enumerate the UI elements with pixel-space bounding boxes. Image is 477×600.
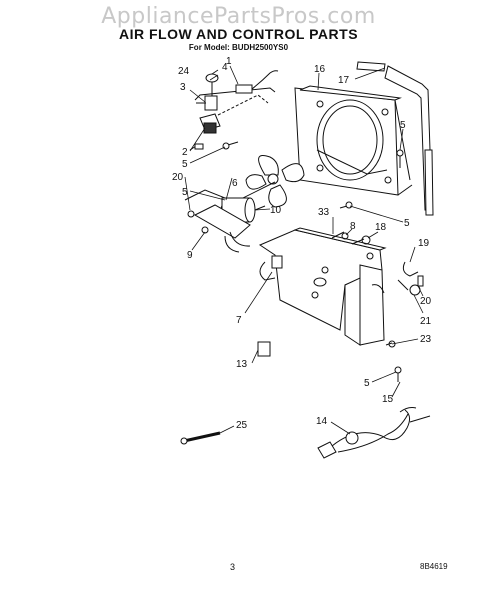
callout-3: 3	[180, 82, 186, 93]
control-assembly	[189, 70, 279, 151]
scroll-panel	[294, 85, 413, 196]
capacitor-block	[257, 341, 271, 357]
callout-8: 8	[350, 221, 356, 232]
leader-lines	[184, 65, 424, 435]
callout-18: 18	[375, 222, 387, 233]
callout-5-c: 5	[400, 120, 406, 131]
callout-10: 10	[270, 205, 282, 216]
callout-16: 16	[314, 64, 326, 75]
fan-blade	[245, 155, 305, 208]
callout-9: 9	[187, 250, 193, 261]
callout-17: 17	[338, 75, 350, 86]
callout-5-e: 5	[364, 378, 370, 389]
callout-33: 33	[318, 207, 330, 218]
callout-19: 19	[418, 238, 430, 249]
callout-5-b: 5	[182, 187, 188, 198]
model-subtitle: For Model: BUDH2500YS0	[188, 43, 289, 52]
page-title: AIR FLOW AND CONTROL PARTS	[118, 26, 359, 42]
power-cord	[317, 407, 431, 459]
callout-14: 14	[316, 416, 328, 427]
callout-2: 2	[182, 147, 188, 158]
callout-20-b: 20	[420, 296, 432, 307]
gasket-strips	[356, 61, 434, 216]
callout-labels: 1 24 3 4 2 5 20 6 5 9 10 16 17 5 33 5 18…	[172, 56, 432, 431]
fan-motor	[184, 181, 276, 253]
callout-25: 25	[236, 420, 248, 431]
callout-21: 21	[420, 316, 432, 327]
callout-6: 6	[232, 178, 238, 189]
callout-23: 23	[420, 334, 432, 345]
callout-5-d: 5	[404, 218, 410, 229]
callout-4: 4	[222, 62, 228, 73]
long-screw	[180, 431, 221, 445]
diagram-code: 8B4619	[420, 562, 448, 571]
callout-20-a: 20	[172, 172, 184, 183]
page-number: 3	[230, 562, 236, 572]
callout-13: 13	[236, 359, 248, 370]
callout-15: 15	[382, 394, 394, 405]
callout-5-a: 5	[182, 159, 188, 170]
watermark: AppliancePartsPros.com	[101, 4, 376, 29]
screws	[222, 141, 404, 382]
callout-7: 7	[236, 315, 242, 326]
callout-24: 24	[178, 66, 190, 77]
base-bracket	[258, 227, 387, 346]
callout-1: 1	[226, 56, 232, 67]
